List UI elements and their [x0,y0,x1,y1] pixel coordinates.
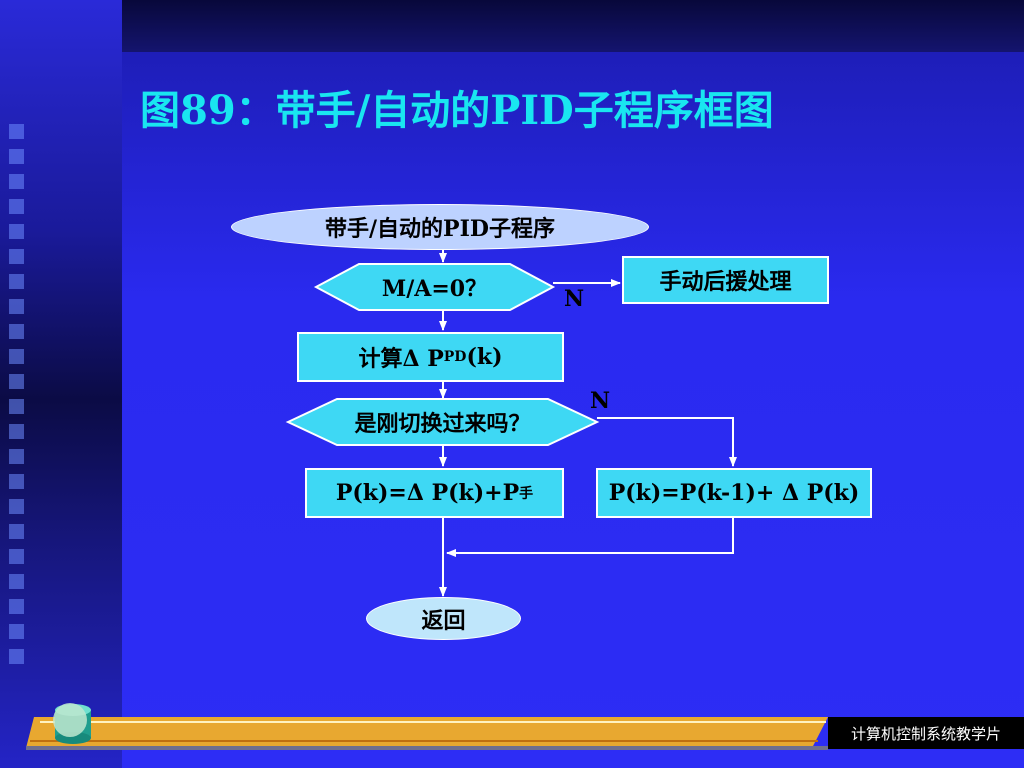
decorative-square [9,399,24,414]
compute-subscript: PD [443,349,467,365]
compute-prefix: 计算Δ P [358,346,444,372]
compute-suffix: (k) [466,344,503,370]
decision-switch-shape [285,398,600,446]
decorative-square [9,499,24,514]
decorative-square [9,249,24,264]
decorative-square [9,549,24,564]
branch-yes-subscript: 手 [519,486,534,502]
decorative-square [9,124,24,139]
decorative-square [9,599,24,614]
decorative-square [9,274,24,289]
decorative-square [9,174,24,189]
top-dark-band [122,0,1024,52]
decorative-square [9,424,24,439]
decorative-square [9,324,24,339]
decorative-square [9,449,24,464]
cylinder-icon [53,703,91,744]
decorative-square [9,649,24,664]
branch-no-box: P(k)=P(k-1)+ Δ P(k) [596,468,872,518]
decorative-square [9,474,24,489]
manual-process-box: 手动后援处理 [622,256,829,304]
decorative-square [9,224,24,239]
decorative-square [9,199,24,214]
decision-mode-shape [313,263,556,311]
start-terminal: 带手/自动的PID子程序 [231,204,649,250]
arrow-no-to-merge [446,518,734,557]
decorative-square [9,299,24,314]
end-terminal: 返回 [366,597,521,640]
decorative-square [9,524,24,539]
label-n-switch: N [590,388,611,414]
decision-mode-text: M/A=0？ [381,276,488,302]
branch-yes-prefix: P(k)=Δ P(k)+P [335,480,520,506]
label-n-mode: N [564,286,585,312]
footer-label: 计算机控制系统教学片 [828,717,1024,749]
decorative-square [9,574,24,589]
decision-switch-text: 是刚切换过来吗？ [354,411,531,437]
decorative-square [9,349,24,364]
decorative-square [9,374,24,389]
decorative-square [9,149,24,164]
slide-title: 图89：带手/自动的PID子程序框图 [140,87,774,134]
decorative-square [9,624,24,639]
arrow-switch-to-no [597,417,737,467]
